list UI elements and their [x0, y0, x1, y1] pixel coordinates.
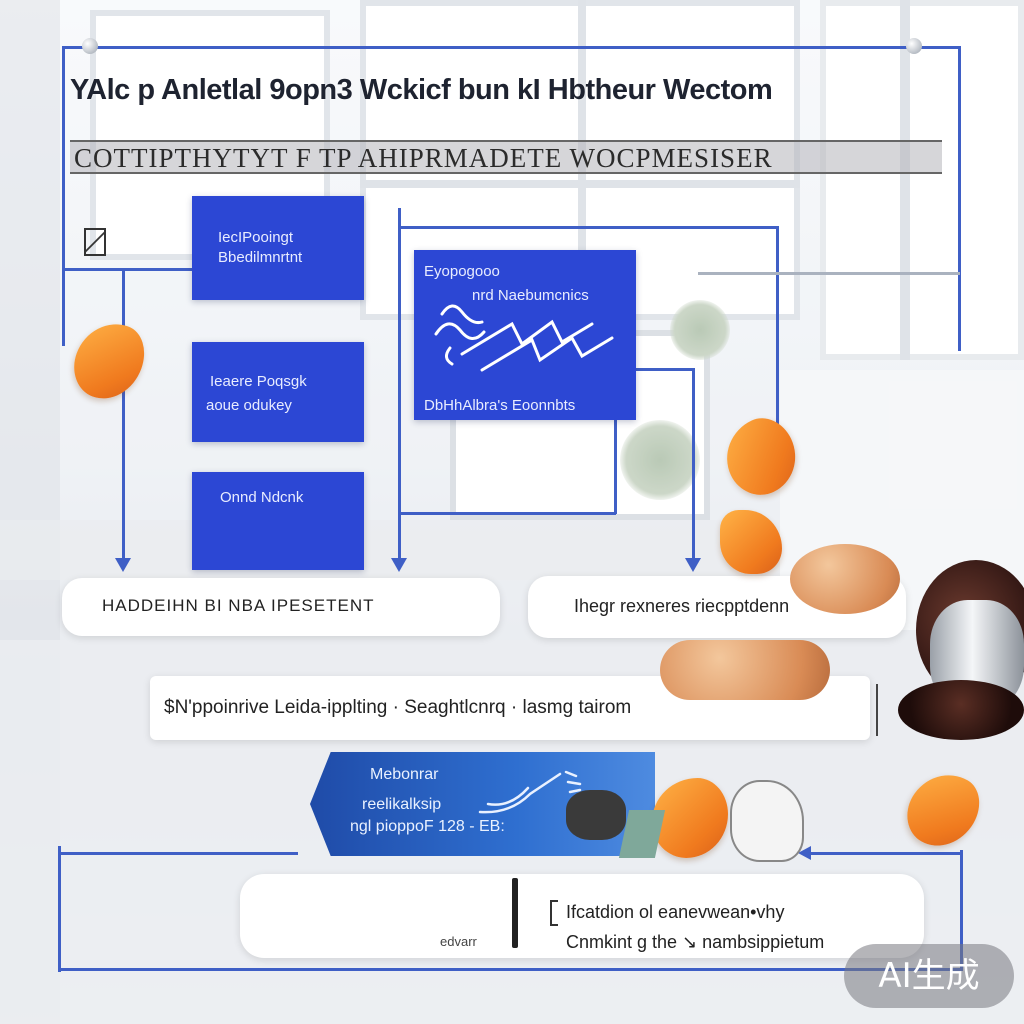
pen-icon — [512, 878, 518, 948]
squiggle-graphic — [434, 304, 614, 372]
bottom-panel-side: edvarr — [440, 934, 477, 949]
dark-figurine-graphic — [566, 790, 626, 840]
result-pill-left-label: HADDEIHN BI NBA IPESETENT — [102, 596, 375, 615]
process-box-2: Ieaere Poqsgk aoue odukey — [192, 342, 364, 442]
center-box-line1: Eyopogooo — [424, 263, 500, 280]
ribbon-sketch-graphic — [478, 770, 582, 814]
ribbon-line1: Mebonrar — [370, 766, 439, 783]
orange-bean-1 — [790, 544, 900, 614]
orange-bean-2 — [660, 640, 830, 700]
summary-pill-label: $N'ppoinrive Leida-ipplting · Seaghtlcnr… — [164, 697, 632, 718]
process-box-3-line1: Onnd Ndcnk — [220, 489, 304, 506]
frame-left-line — [62, 46, 65, 346]
connector-center-top — [400, 226, 778, 229]
frame-top-line — [62, 46, 960, 49]
process-box-2-line2: aoue odukey — [206, 397, 292, 414]
process-box-2-line1: Ieaere Poqsgk — [210, 373, 307, 390]
summary-divider — [876, 684, 878, 736]
white-figurine-graphic — [730, 780, 804, 862]
frame-bottom-right — [960, 850, 963, 970]
connector-left-vertical — [122, 270, 125, 562]
process-box-1-line2: Bbedilmnrtnt — [218, 249, 303, 266]
process-box-3: Onnd Ndcnk — [192, 472, 364, 570]
pin-top-right — [906, 38, 922, 54]
ai-generated-badge: AI生成 — [844, 944, 1014, 1008]
connector-mid-horizontal — [400, 512, 616, 515]
arrow-down-right — [685, 558, 701, 572]
diagram-subtitle: COTTIPTHYTYT F TP AHIPRMADETE WOCPMESISE… — [70, 140, 942, 174]
arrow-left-bottom — [798, 846, 811, 860]
frame-bottom-line — [58, 968, 963, 971]
bottom-panel: Ifcatdion ol eanevwean•vhy Cnmkint g the… — [240, 874, 924, 958]
connector-right-vertical — [776, 226, 779, 426]
orange-petal-4 — [652, 778, 728, 858]
arrow-down-left — [115, 558, 131, 572]
process-box-1: IecIPooingt Bbedilmnrtnt — [192, 196, 364, 300]
connector-center-vertical — [398, 208, 401, 562]
frame-right-line — [958, 46, 961, 351]
frame-bottom-left — [58, 846, 61, 972]
pencil-icon — [84, 228, 106, 256]
connector-right-down — [692, 368, 695, 562]
bracket-icon — [550, 900, 558, 926]
connector-mid-vertical — [614, 420, 617, 514]
summary-pill: $N'ppoinrive Leida-ipplting · Seaghtlcnr… — [150, 676, 870, 740]
frame-bottom-top-left — [58, 852, 298, 855]
center-box-line2: nrd Naebumcnics — [472, 287, 589, 304]
bottom-panel-line2: Cnmkint g the ↘ nambsippietum — [566, 932, 825, 952]
result-pill-right: Ihegr rexneres riecpptdenn — [528, 576, 906, 638]
connector-left-horizontal — [62, 268, 192, 271]
arrow-down-center — [391, 558, 407, 572]
connector-bottom-right — [810, 852, 962, 855]
process-box-1-line1: IecIPooingt — [218, 229, 294, 246]
connector-top-right-shelf — [698, 272, 960, 275]
dark-saucer-graphic — [898, 680, 1024, 740]
result-pill-left: HADDEIHN BI NBA IPESETENT — [62, 578, 500, 636]
pin-top-left — [82, 38, 98, 54]
bottom-panel-line1: Ifcatdion ol eanevwean•vhy — [566, 902, 785, 922]
center-process-box: Eyopogooo nrd Naebumcnics DbHhAlbra's Eo… — [414, 250, 636, 420]
center-box-line3: DbHhAlbra's Eoonnbts — [424, 397, 576, 414]
connector-center-right — [636, 368, 694, 371]
ribbon-line3: ngl pioppoF 128 - EB: — [350, 818, 505, 835]
diagram-title: YAlc p Anletlal 9opn3 Wckicf bun kI Hbth… — [70, 74, 773, 106]
ribbon-line2: reelikalksip — [362, 796, 442, 813]
result-pill-right-label: Ihegr rexneres riecpptdenn — [574, 596, 790, 616]
